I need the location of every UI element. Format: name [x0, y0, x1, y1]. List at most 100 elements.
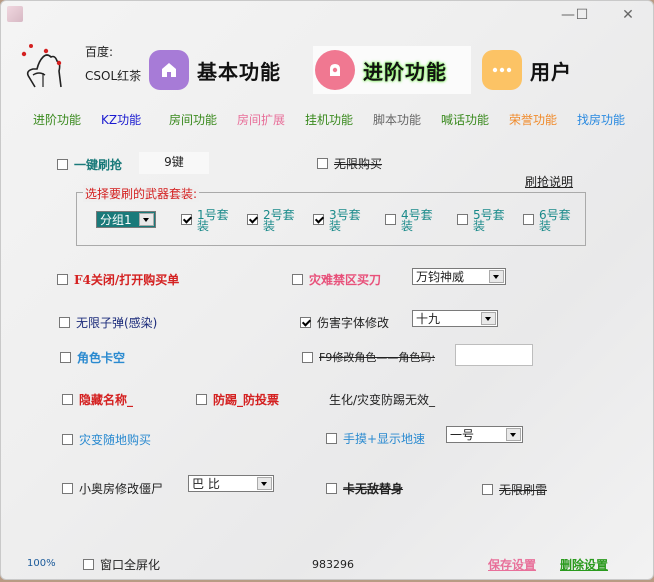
hand-touch-select[interactable]: 一号	[446, 426, 523, 443]
grab-help-link[interactable]: 刷抢说明	[525, 175, 574, 189]
baidu-label: 百度:	[85, 45, 114, 59]
delete-settings-button[interactable]: 删除设置	[560, 558, 609, 572]
suit-4-option[interactable]: 4号套装	[385, 209, 433, 232]
minimize-button[interactable]: —	[561, 7, 575, 23]
group-select-value: 分组1	[100, 213, 132, 227]
zoom-level: 100%	[27, 558, 56, 569]
anti-kick-checkbox[interactable]	[196, 394, 207, 405]
mutation-buy-option[interactable]: 灾变随地购买	[62, 431, 151, 448]
chevron-down-icon	[506, 428, 521, 441]
hide-name-option[interactable]: 隐藏名称_	[62, 391, 133, 408]
maximize-button[interactable]: ☐	[575, 7, 589, 23]
invincible-sub-label: 卡无敌替身	[343, 482, 404, 496]
subnav-honor[interactable]: 荣誉功能	[509, 113, 558, 127]
suit-5-checkbox[interactable]	[457, 214, 468, 225]
chevron-down-icon	[489, 270, 504, 283]
f4-toggle-option[interactable]: F4关闭/打开购买单	[57, 271, 179, 288]
subnav-kz[interactable]: KZ功能	[101, 113, 142, 127]
suit-3-label: 3号套装	[329, 208, 361, 233]
role-stuck-checkbox[interactable]	[60, 352, 71, 363]
infinite-ammo-option[interactable]: 无限子弹(感染)	[59, 314, 157, 331]
damage-font-select[interactable]: 十九	[412, 310, 498, 327]
suit-4-checkbox[interactable]	[385, 214, 396, 225]
suit-6-option[interactable]: 6号套装	[523, 208, 571, 233]
small-room-zombie-select[interactable]: 巴 比	[188, 475, 274, 492]
fullscreen-option[interactable]: 窗口全屏化	[83, 556, 160, 573]
f4-toggle-checkbox[interactable]	[57, 274, 68, 285]
role-code-input[interactable]	[455, 344, 533, 366]
invincible-sub-checkbox[interactable]	[326, 483, 337, 494]
chevron-down-icon	[139, 213, 154, 226]
role-stuck-option[interactable]: 角色卡空	[60, 349, 125, 366]
more-icon	[482, 50, 522, 90]
unlimited-buy-label: 无限购买	[334, 157, 383, 171]
group-select[interactable]: 分组1	[96, 211, 156, 228]
small-room-zombie-checkbox[interactable]	[62, 483, 73, 494]
hand-touch-checkbox[interactable]	[326, 433, 337, 444]
camera-icon	[315, 50, 355, 90]
tab-label: 用户	[530, 59, 572, 84]
suit-6-checkbox[interactable]	[523, 214, 534, 225]
f9-role-checkbox[interactable]	[302, 351, 313, 363]
disaster-knife-checkbox[interactable]	[292, 274, 303, 285]
tab-basic-functions[interactable]: 基本功能	[149, 50, 281, 90]
hide-name-checkbox[interactable]	[62, 394, 73, 405]
tab-advanced-functions[interactable]: 进阶功能	[313, 46, 471, 94]
unlimited-buy-option[interactable]: 无限购买	[317, 155, 382, 172]
anti-kick-label: 防踢_防投票	[213, 393, 280, 407]
app-icon	[7, 6, 23, 22]
one-key-grab-label: 一键刷抢	[74, 158, 123, 172]
disaster-knife-label: 灾难禁区买刀	[309, 273, 382, 287]
f9-role-label: F9修改角色——角色码:	[319, 351, 436, 364]
suit-3-checkbox[interactable]	[313, 214, 324, 225]
suit-5-label: 5号套装	[473, 208, 505, 233]
subnav-script[interactable]: 脚本功能	[373, 113, 422, 127]
subnav-room[interactable]: 房间功能	[169, 113, 218, 127]
home-icon	[149, 50, 189, 90]
subnav-advanced[interactable]: 进阶功能	[33, 113, 82, 127]
f9-role-option[interactable]: F9修改角色——角色码:	[302, 349, 435, 365]
subnav-room-ext[interactable]: 房间扩展	[237, 113, 286, 127]
one-key-grab-option[interactable]: 一键刷抢	[57, 156, 122, 173]
suit-2-checkbox[interactable]	[247, 214, 258, 225]
suit-5-option[interactable]: 5号套装	[457, 208, 505, 233]
subnav-shout[interactable]: 喊话功能	[441, 113, 490, 127]
damage-font-checkbox[interactable]	[300, 317, 311, 328]
disaster-knife-select-value: 万钧神威	[416, 270, 465, 284]
unlimited-grenade-option[interactable]: 无限刷雷	[482, 481, 547, 498]
hide-name-label: 隐藏名称_	[79, 393, 134, 407]
suit-6-label: 6号套装	[539, 208, 571, 233]
suit-2-option[interactable]: 2号套装	[247, 208, 295, 233]
damage-font-option[interactable]: 伤害字体修改	[300, 314, 389, 331]
chevron-down-icon	[257, 477, 272, 490]
weapon-suit-group	[76, 192, 586, 246]
author-label: CSOL红茶	[85, 69, 142, 83]
unlimited-buy-checkbox[interactable]	[317, 158, 328, 169]
fullscreen-checkbox[interactable]	[83, 559, 94, 570]
disaster-knife-select[interactable]: 万钧神威	[412, 268, 506, 285]
invincible-sub-option[interactable]: 卡无敌替身	[326, 480, 403, 497]
subnav-find-room[interactable]: 找房功能	[577, 113, 626, 127]
unlimited-grenade-checkbox[interactable]	[482, 484, 493, 495]
close-button[interactable]: ✕	[622, 7, 634, 23]
infinite-ammo-checkbox[interactable]	[59, 317, 70, 328]
grab-key-input[interactable]: 9键	[139, 152, 209, 174]
f4-toggle-label: F4关闭/打开购买单	[74, 273, 180, 287]
small-room-zombie-option[interactable]: 小奥房修改僵尸	[62, 480, 163, 497]
subnav-idle[interactable]: 挂机功能	[305, 113, 354, 127]
hand-touch-option[interactable]: 手摸+显示地速	[326, 430, 425, 447]
suit-1-option[interactable]: 1号套装	[181, 208, 229, 233]
fullscreen-label: 窗口全屏化	[100, 558, 161, 572]
suit-3-option[interactable]: 3号套装	[313, 208, 361, 233]
one-key-grab-checkbox[interactable]	[57, 159, 68, 170]
disaster-knife-option[interactable]: 灾难禁区买刀	[292, 271, 381, 288]
save-settings-button[interactable]: 保存设置	[488, 558, 537, 572]
anti-kick-option[interactable]: 防踢_防投票	[196, 391, 279, 408]
suit-1-label: 1号套装	[197, 208, 229, 233]
tab-user[interactable]: 用户	[482, 50, 572, 90]
tab-label: 进阶功能	[363, 59, 447, 84]
suit-1-checkbox[interactable]	[181, 214, 192, 225]
mutation-buy-label: 灾变随地购买	[79, 433, 152, 447]
suit-2-label: 2号套装	[263, 208, 295, 233]
mutation-buy-checkbox[interactable]	[62, 434, 73, 445]
